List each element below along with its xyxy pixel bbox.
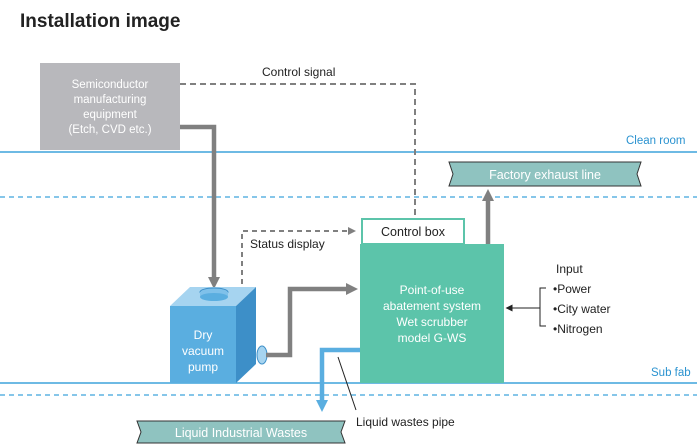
abatement-line-1: Point-of-use bbox=[400, 283, 465, 297]
control-signal-label: Control signal bbox=[262, 65, 335, 79]
page-title: Installation image bbox=[20, 11, 180, 32]
input-item-power: •Power bbox=[553, 282, 591, 296]
abatement-system-box bbox=[360, 244, 504, 383]
factory-exhaust-label: Factory exhaust line bbox=[489, 168, 601, 182]
liquid-wastes-label: Liquid Industrial Wastes bbox=[175, 426, 307, 440]
pump-line-2: vacuum bbox=[182, 344, 224, 358]
abatement-line-4: model G-WS bbox=[398, 331, 467, 345]
control-box bbox=[361, 218, 465, 245]
equipment-to-pump-arrow bbox=[180, 124, 220, 289]
input-bracket bbox=[539, 287, 546, 327]
input-item-nitrogen: •Nitrogen bbox=[553, 322, 603, 336]
input-title: Input bbox=[556, 262, 583, 276]
abatement-line-2: abatement system bbox=[383, 299, 481, 313]
status-display-label: Status display bbox=[250, 237, 325, 251]
semiconductor-line-4: (Etch, CVD etc.) bbox=[68, 124, 151, 136]
semiconductor-line-3: equipment bbox=[83, 109, 138, 121]
liquid-pipe-label: Liquid wastes pipe bbox=[356, 415, 455, 429]
status-display-line bbox=[241, 227, 356, 293]
pump-line-1: Dry bbox=[194, 328, 213, 342]
input-item-city-water: •City water bbox=[553, 302, 611, 316]
semiconductor-equipment-box bbox=[40, 63, 180, 150]
pump-line-3: pump bbox=[188, 360, 218, 374]
liquid-pipe-leader bbox=[337, 356, 357, 411]
liquid-wastes-banner bbox=[136, 420, 346, 444]
liquid-wastes-pipe bbox=[316, 347, 360, 412]
abatement-line-3: Wet scrubber bbox=[396, 315, 467, 329]
pump-to-abatement-arrow bbox=[266, 283, 358, 358]
control-box-label: Control box bbox=[381, 225, 446, 239]
control-signal-line bbox=[180, 83, 416, 220]
semiconductor-line-1: Semiconductor bbox=[72, 79, 149, 91]
dry-vacuum-pump bbox=[170, 287, 268, 383]
factory-exhaust-banner bbox=[448, 161, 642, 187]
semiconductor-line-2: manufacturing bbox=[74, 94, 147, 106]
sub-fab-label: Sub fab bbox=[651, 367, 691, 379]
clean-room-label: Clean room bbox=[626, 135, 685, 147]
